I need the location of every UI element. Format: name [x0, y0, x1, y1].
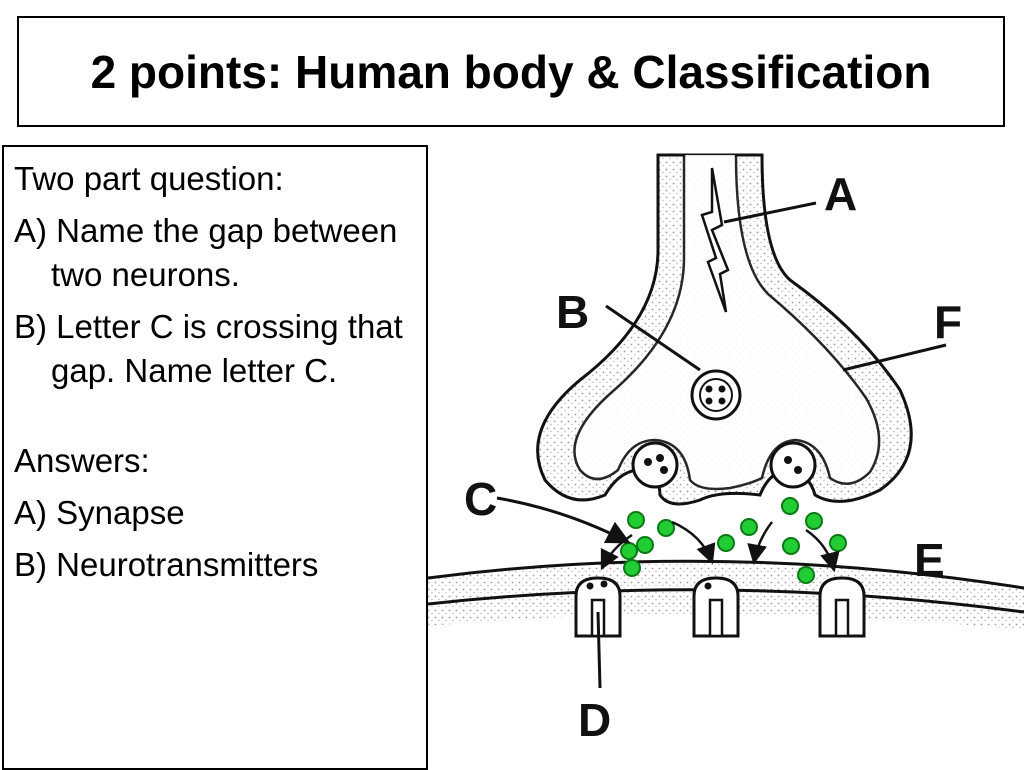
title-box: 2 points: Human body & Classification: [17, 16, 1005, 127]
label-a: A: [824, 168, 857, 220]
label-d: D: [578, 694, 611, 746]
nerve-impulse-icon: [700, 167, 730, 313]
question-intro: Two part question:: [14, 160, 284, 197]
label-e: E: [914, 534, 945, 586]
receptor-right: [818, 576, 866, 638]
question-part-a: A) Name the gap between two neurons.: [14, 212, 398, 293]
leader-b: [605, 304, 701, 372]
leader-d: [596, 611, 602, 689]
label-c: C: [464, 473, 497, 525]
synapse-diagram: A B C D E F: [428, 153, 1024, 746]
answer-b: B) Neurotransmitters: [14, 546, 319, 583]
synaptic-vesicle: [690, 369, 742, 421]
leader-c: [496, 496, 631, 544]
leader-a: [723, 201, 817, 224]
leader-f: [842, 343, 947, 372]
question-panel: Two part question: A) Name the gap betwe…: [2, 145, 428, 770]
label-f: F: [934, 296, 962, 348]
neurotransmitters: [620, 497, 847, 584]
receptor-middle: [692, 576, 740, 638]
answer-a: A) Synapse: [14, 494, 185, 531]
question-part-b: B) Letter C is crossing that gap. Name l…: [14, 308, 403, 389]
answers-heading: Answers:: [14, 442, 150, 479]
slide-title: 2 points: Human body & Classification: [90, 45, 932, 98]
label-b: B: [556, 286, 589, 338]
